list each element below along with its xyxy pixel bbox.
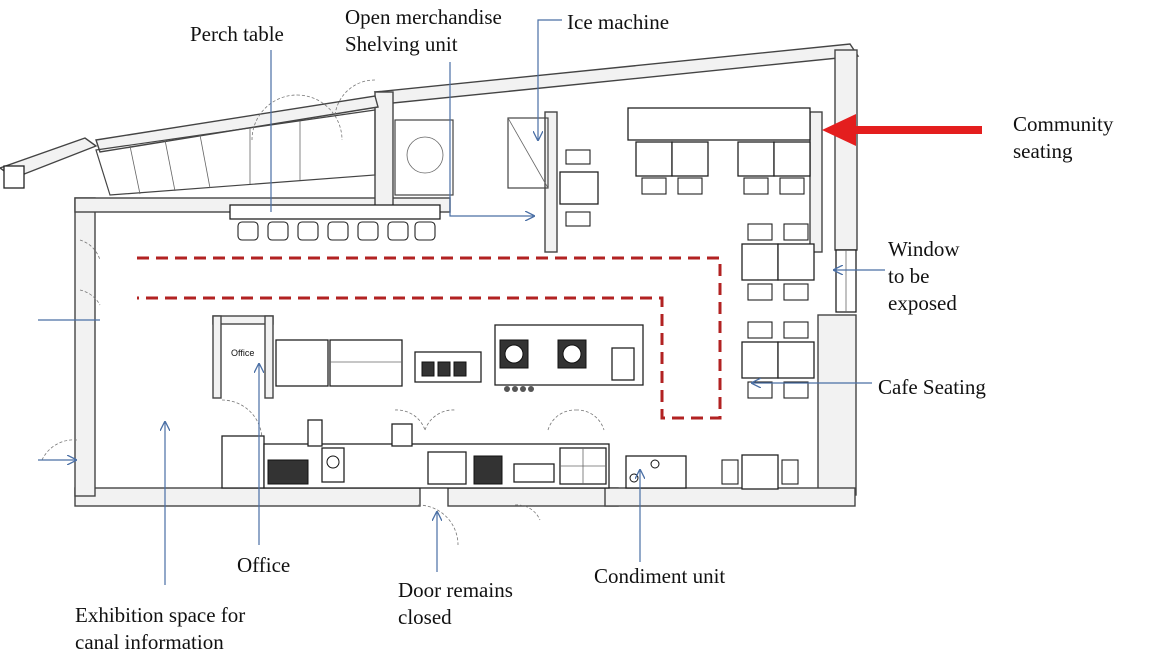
cafe-seating <box>721 223 815 490</box>
cafe-seating-label: Cafe Seating <box>878 375 986 399</box>
office-room-tag: Office <box>231 348 254 358</box>
perch-stool <box>327 221 349 241</box>
exhibition-space-label: Exhibition space for <box>75 603 245 627</box>
community-label: Community <box>1013 112 1114 136</box>
perch-stool <box>357 221 379 241</box>
ice-machine-leader <box>538 19 562 140</box>
upper-table <box>559 149 599 227</box>
restroom <box>394 117 549 196</box>
door-swings <box>41 79 605 546</box>
kitchen-counter <box>221 419 610 489</box>
perch-table <box>229 204 441 241</box>
perch-table-label: Perch table <box>190 22 284 46</box>
perch-stool <box>237 221 259 241</box>
service-counter <box>275 324 644 392</box>
to-be-label: to be <box>888 264 929 288</box>
perch-stool <box>414 221 436 241</box>
office-label: Office <box>237 553 290 577</box>
window-label: Window <box>888 237 960 261</box>
merch-leader <box>449 62 534 216</box>
canal-information-label: canal information <box>75 630 224 654</box>
seating-label: seating <box>1013 139 1073 163</box>
condiment-unit-label: Condiment unit <box>594 564 725 588</box>
community-seating-arrow <box>822 114 982 146</box>
community-seating <box>627 107 811 195</box>
exposed-label: exposed <box>888 291 957 315</box>
perch-stool <box>297 221 319 241</box>
stairs <box>3 109 376 196</box>
window <box>835 249 857 313</box>
condiment-unit <box>625 455 687 489</box>
open-merchandise-label: Open merchandise <box>345 5 502 29</box>
ice-machine-label: Ice machine <box>567 10 669 34</box>
shelving-unit-label: Shelving unit <box>345 32 458 56</box>
queue-route <box>137 256 722 420</box>
closed-label: closed <box>398 605 452 629</box>
perch-stool <box>387 221 409 241</box>
perch-stool <box>267 221 289 241</box>
door-remains-label: Door remains <box>398 578 513 602</box>
leader-lines <box>38 19 885 585</box>
